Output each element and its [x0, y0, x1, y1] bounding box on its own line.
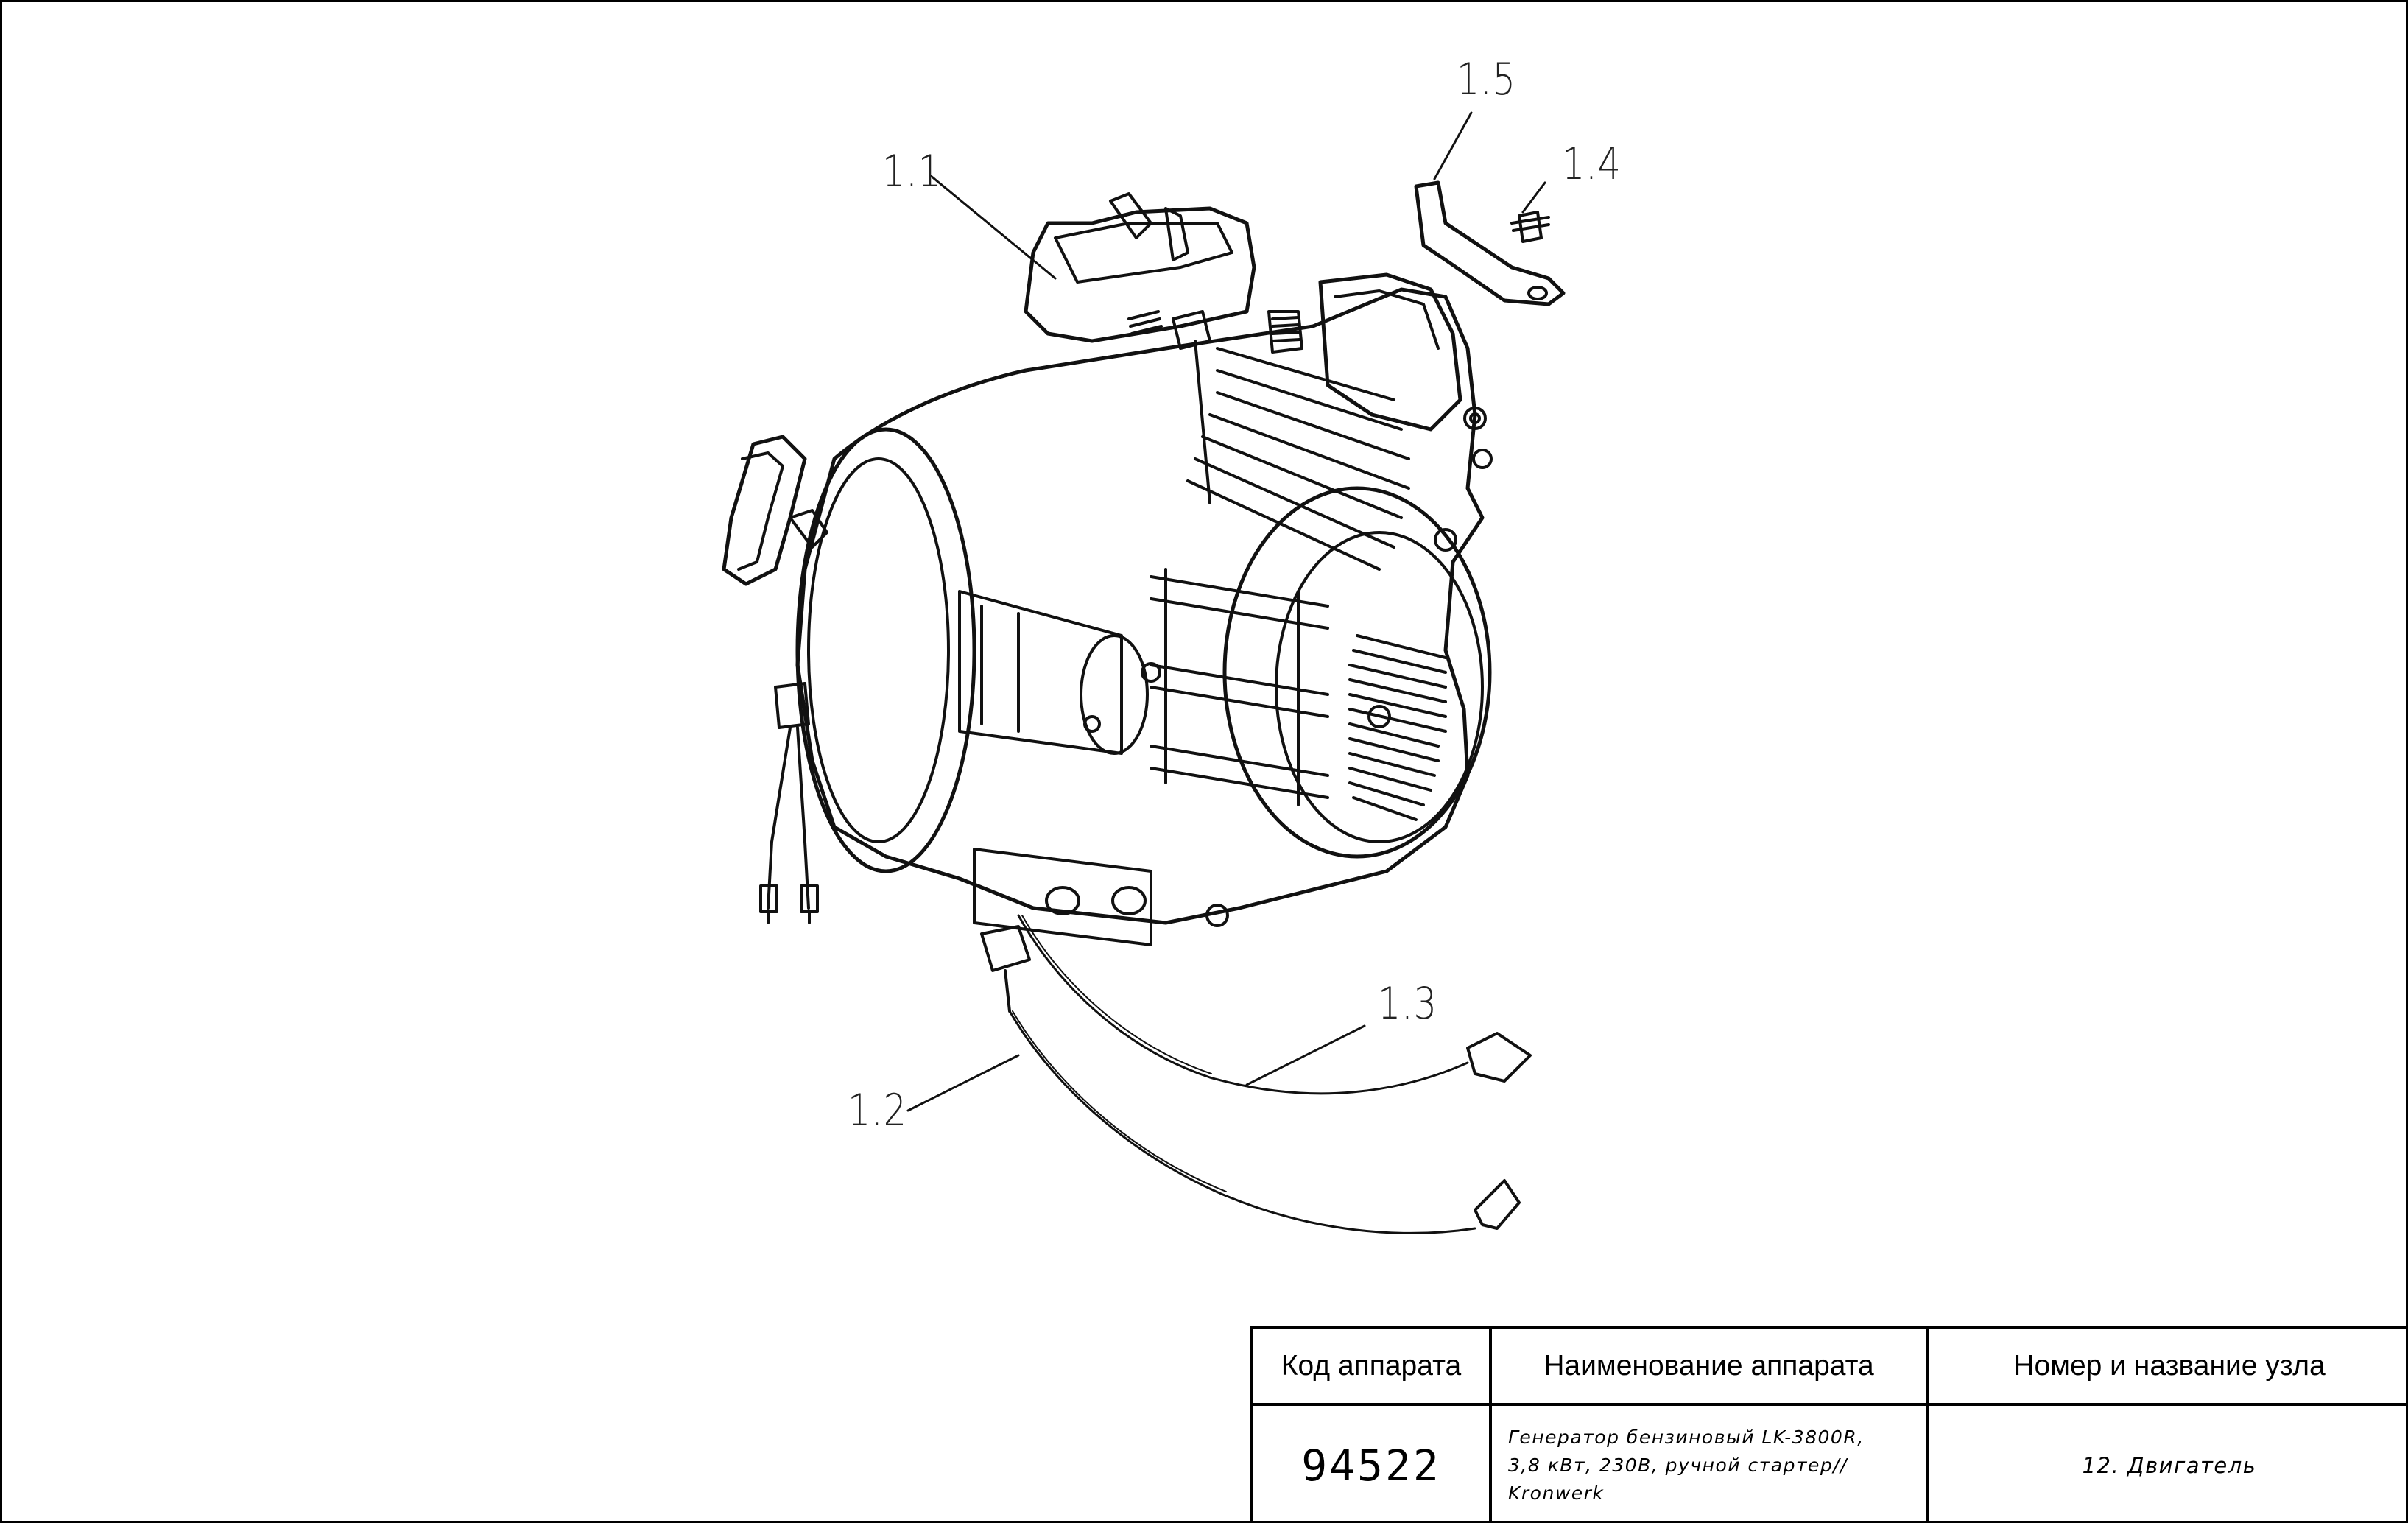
device-code: 94522	[1253, 1406, 1492, 1521]
cable-1-3	[1017, 914, 1532, 1095]
header-node: Номер и название узла	[1929, 1329, 2406, 1406]
bolt-part	[1510, 211, 1550, 243]
callout-1-4: 1.4	[1562, 138, 1622, 190]
callout-1-3: 1.3	[1378, 978, 1437, 1030]
callout-leaders	[906, 111, 1546, 1112]
device-name-line: Kronwerk	[1508, 1482, 1605, 1504]
callout-1-2: 1.2	[848, 1085, 907, 1136]
device-name-line: 3,8 кВт, 230В, ручной стартер//	[1508, 1455, 1848, 1476]
callout-1-5: 1.5	[1457, 54, 1516, 105]
device-name: Генератор бензиновый LK-3800R, 3,8 кВт, …	[1492, 1406, 1929, 1521]
header-device-code: Код аппарата	[1253, 1329, 1492, 1406]
cable-1-2	[980, 925, 1521, 1234]
node-name: 12. Двигатель	[2082, 1453, 2257, 1478]
device-name-line: Генератор бензиновый LK-3800R,	[1508, 1427, 1865, 1448]
title-block: Код аппарата Наименование аппарата Номер…	[1250, 1326, 2406, 1521]
engine-assembly	[722, 192, 1493, 946]
header-device-name: Наименование аппарата	[1492, 1329, 1929, 1406]
bracket-part	[1414, 180, 1566, 306]
callout-1-1: 1.1	[882, 146, 942, 197]
